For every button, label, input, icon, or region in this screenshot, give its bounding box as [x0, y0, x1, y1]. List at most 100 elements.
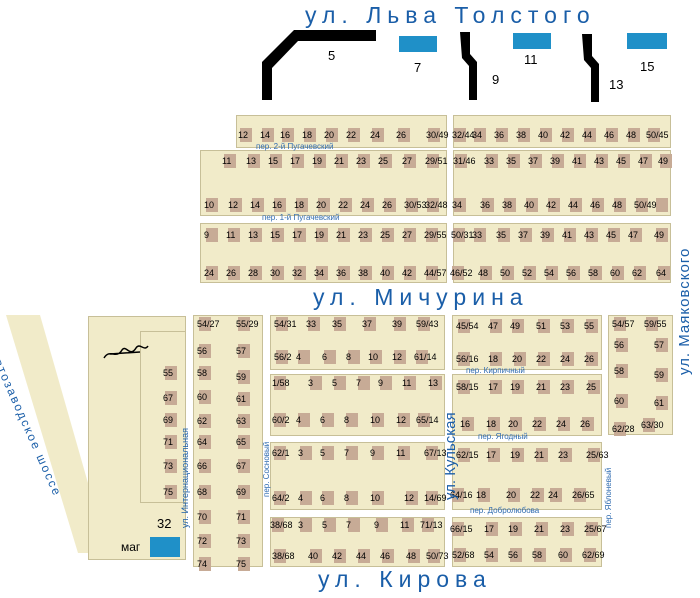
lot-marker	[630, 228, 642, 242]
lot-number: 49	[658, 156, 669, 166]
lot-number: 62	[197, 416, 208, 426]
lot-number: 58	[532, 550, 543, 560]
lot-number: 61	[236, 394, 247, 404]
lot-marker	[453, 228, 465, 242]
lot-marker	[646, 317, 658, 331]
lot-marker	[592, 198, 604, 212]
lot-marker	[358, 376, 370, 390]
lot-marker	[428, 549, 440, 563]
lot-number: 66/15	[450, 524, 473, 534]
lot-marker	[338, 228, 350, 242]
lot-number: 73	[163, 461, 174, 471]
lot-marker	[318, 198, 330, 212]
lot-marker	[584, 128, 596, 142]
lot-number: 67	[236, 461, 247, 471]
lot-number: 41	[562, 230, 573, 240]
lot-marker	[614, 422, 626, 436]
street-kirova: ул. Кирова	[318, 566, 492, 592]
avtozavodskoe-road	[6, 315, 100, 553]
lot-number: 50/73	[426, 551, 449, 561]
lot-number: 23	[560, 382, 571, 392]
lot-marker	[336, 154, 348, 168]
lot-number: 44/57	[424, 268, 447, 278]
lot-marker	[510, 522, 522, 536]
lot-marker	[334, 549, 346, 563]
lot-number: 38	[502, 200, 513, 210]
lot-number: 64	[656, 268, 667, 278]
lot-number: 38/68	[272, 551, 295, 561]
building-13-label: 13	[609, 77, 624, 92]
lot-marker	[478, 488, 490, 502]
lot-marker	[490, 319, 502, 333]
lot-number: 29/55	[424, 230, 447, 240]
lot-number: 14	[250, 200, 261, 210]
lot-marker	[427, 198, 439, 212]
lot-marker	[426, 266, 438, 280]
lot-number: 19	[312, 156, 323, 166]
lot-number: 46	[590, 200, 601, 210]
lot-number: 55	[584, 321, 595, 331]
lot-marker	[530, 154, 542, 168]
lot-number: 62/28	[612, 424, 635, 434]
lot-marker	[274, 376, 286, 390]
lot-number: 3	[298, 448, 304, 458]
lot-number: 45/54	[456, 321, 479, 331]
lot-number: 63	[236, 416, 247, 426]
lot-marker	[520, 228, 532, 242]
lane-pugachevsky-2: пер. 2-й Пугачевский	[256, 142, 334, 151]
lot-number: 32/44	[452, 130, 475, 140]
lot-marker	[538, 352, 550, 366]
lot-marker	[308, 317, 320, 331]
lot-marker	[224, 154, 236, 168]
lot-number: 27	[402, 156, 413, 166]
lot-number: 54/31	[274, 319, 297, 329]
lot-marker	[496, 128, 508, 142]
lot-marker	[228, 228, 240, 242]
lot-number: 6	[320, 415, 326, 425]
lot-number: 19	[510, 450, 521, 460]
building-9-polygon	[460, 32, 477, 100]
lot-number: 47	[638, 156, 649, 166]
lot-number: 6	[322, 352, 328, 362]
lot-number: 39	[392, 319, 403, 329]
lane-kirpichny: пер. Кирпичный	[466, 366, 525, 375]
lot-marker	[510, 417, 522, 431]
lot-number: 33	[484, 156, 495, 166]
lot-number: 23	[558, 450, 569, 460]
lot-number: 20	[508, 419, 519, 429]
lot-marker	[562, 380, 574, 394]
lot-number: 12	[396, 415, 407, 425]
lot-number: 25/67	[584, 524, 607, 534]
lot-marker	[394, 317, 406, 331]
lot-number: 56/2	[274, 352, 292, 362]
lot-number: 18	[302, 130, 313, 140]
lot-number: 39	[540, 230, 551, 240]
lot-number: 45	[606, 230, 617, 240]
lot-number: 26	[584, 354, 595, 364]
lot-number: 16	[272, 200, 283, 210]
lot-number: 50/45	[646, 130, 669, 140]
lot-number: 46	[380, 551, 391, 561]
lot-number: 30	[270, 268, 281, 278]
lot-number: 13	[248, 230, 259, 240]
lot-marker	[298, 350, 310, 364]
lot-number: 71	[236, 512, 247, 522]
lot-number: 68	[197, 487, 208, 497]
lot-marker	[582, 417, 594, 431]
lot-marker	[274, 549, 286, 563]
lot-marker	[588, 380, 600, 394]
lot-marker	[636, 198, 648, 212]
lot-number: 55/29	[236, 319, 259, 329]
lot-marker	[454, 198, 466, 212]
lot-marker	[508, 154, 520, 168]
lot-marker	[358, 549, 370, 563]
lot-marker	[322, 413, 334, 427]
lot-marker	[272, 228, 284, 242]
lot-marker	[199, 485, 211, 499]
lot-number: 70	[197, 512, 208, 522]
lot-marker	[238, 510, 250, 524]
lot-number: 59/43	[416, 319, 439, 329]
lot-marker	[300, 518, 312, 532]
building-7-block	[399, 36, 437, 52]
lot-marker	[165, 366, 177, 380]
